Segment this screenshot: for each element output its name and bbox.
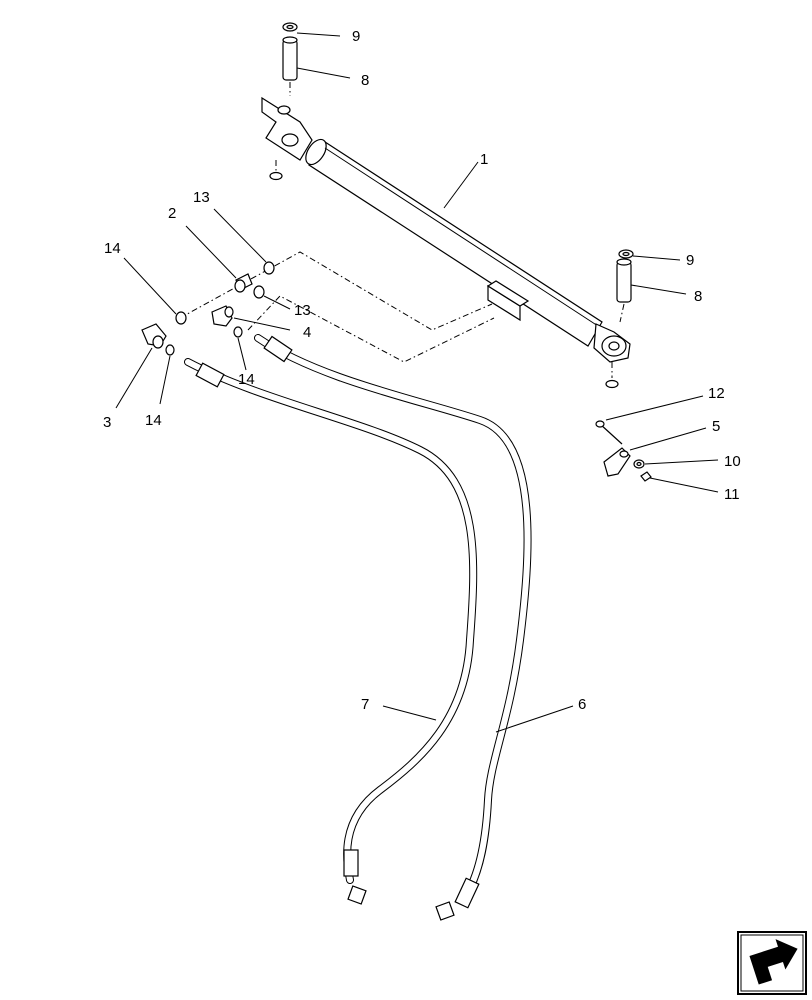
oring-part-13-lower (253, 285, 265, 299)
callout-4: 4 (303, 324, 311, 341)
callout-14-mid: 14 (238, 371, 255, 388)
oring-part-14-left (175, 311, 187, 325)
fitting-part-3 (141, 323, 167, 349)
callout-1: 1 (480, 151, 488, 168)
callout-8-right: 8 (694, 288, 702, 305)
washer-bottom-clevis (269, 160, 283, 181)
leader-lines (115, 32, 719, 733)
callout-6: 6 (578, 696, 586, 713)
callout-13-upper: 13 (193, 189, 210, 206)
next-page-arrow-icon[interactable] (737, 931, 807, 995)
callout-9-top: 9 (352, 28, 360, 45)
washer-bottom-rod-end (605, 362, 619, 389)
callout-12: 12 (708, 385, 725, 402)
pin-part-8-top (282, 36, 298, 96)
callout-2: 2 (168, 205, 176, 222)
callout-11: 11 (724, 486, 740, 503)
oring-part-14-low (165, 344, 175, 356)
assembly-line-lower (247, 295, 495, 363)
fitting-part-2 (234, 273, 253, 293)
callout-7: 7 (361, 696, 369, 713)
callout-5: 5 (712, 418, 720, 435)
callout-14-low: 14 (145, 412, 162, 429)
washer-part-9-right (618, 249, 634, 259)
callout-10: 10 (724, 453, 741, 470)
oring-part-14-mid (233, 326, 243, 338)
callout-8-top: 8 (361, 72, 369, 89)
callout-14-left: 14 (104, 240, 121, 257)
pin-part-8-right (616, 258, 632, 323)
callout-13-lower: 13 (294, 302, 311, 319)
washer-part-10 (633, 459, 645, 469)
hose-part-7 (184, 358, 478, 905)
nut-part-11 (640, 471, 652, 482)
callout-9-right: 9 (686, 252, 694, 269)
oring-part-13-upper (263, 261, 275, 275)
callout-3: 3 (103, 414, 111, 431)
hose-part-6 (254, 334, 532, 921)
bolt-part-12 (595, 420, 623, 445)
fitting-part-4 (211, 305, 234, 327)
cylinder-part-1 (261, 96, 631, 363)
washer-part-9-top (282, 22, 298, 32)
clamp-part-5 (603, 447, 631, 477)
